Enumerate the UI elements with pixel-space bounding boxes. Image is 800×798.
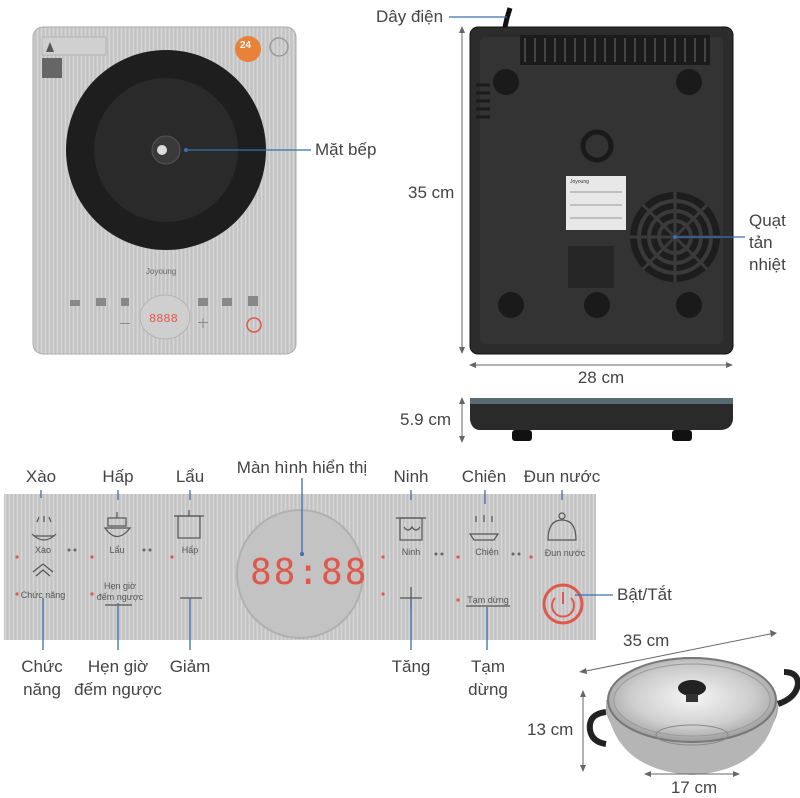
sticker-brand: Joyoung [570,179,589,185]
callout-hen-gio-2: đếm ngược [74,680,162,699]
panel-text-hen-gio-1: Hẹn giờ [104,581,136,591]
panel-text-hen-gio-2: đếm ngược [96,592,144,602]
callout-lau: Lẩu [175,467,205,486]
cooktop-back-view [449,7,745,368]
svg-text:8888: 8888 [149,312,178,326]
label-fan-3: nhiệt [749,255,786,274]
callout-chuc-nang-1: Chức [21,657,63,676]
panel-text-ninh: Ninh [401,547,421,557]
callout-hen-gio-1: Hẹn giờ [87,657,149,676]
callout-ninh: Ninh [393,467,429,486]
hotpot-illustration [579,630,800,777]
callout-power: Bật/Tắt [617,585,672,604]
panel-text-xao: Xào [34,545,52,555]
callout-tam-dung-1: Tạm [471,657,505,676]
callout-hap: Hấp [102,467,134,486]
panel-text-dun-nuoc: Đun nước [544,548,586,558]
panel-text-chuc-nang: Chức năng [20,590,66,600]
callout-display: Màn hình hiển thị [236,458,368,477]
callout-tam-dung-2: dừng [468,680,508,699]
pot-dim-height: 13 cm [527,720,574,739]
panel-text-hap: Hấp [181,545,199,555]
label-cooktop: Mặt bếp [315,140,377,159]
callout-tang: Tăng [391,657,431,676]
callout-dun-nuoc: Đun nước [523,467,601,486]
dim-width: 28 cm [577,368,625,387]
label-fan-2: tản [749,233,773,252]
cooktop-front-view: 8888 [32,26,311,355]
callout-chuc-nang-2: năng [23,680,61,699]
pot-dim-base: 17 cm [670,778,718,797]
dim-height: 35 cm [408,183,455,202]
label-power-cord: Dây điện [376,7,444,26]
control-panel-closeup [4,478,613,650]
callout-giam: Giảm [169,657,211,676]
brand-logo-text: Joyoung [146,267,177,276]
callout-chien: Chiên [461,467,507,486]
panel-text-lau: Lẩu [109,545,125,555]
label-fan-1: Quạt [749,211,786,230]
warranty-badge: 24 [240,40,252,51]
panel-text-chien: Chiên [475,547,499,557]
dim-thickness: 5.9 cm [400,410,452,429]
panel-text-tam-dung: Tạm dừng [467,595,509,605]
callout-xao: Xào [25,467,57,486]
cooktop-side-view [459,397,733,443]
display-digits: 88:88 [250,552,369,593]
pot-dim-diameter: 35 cm [623,631,670,650]
